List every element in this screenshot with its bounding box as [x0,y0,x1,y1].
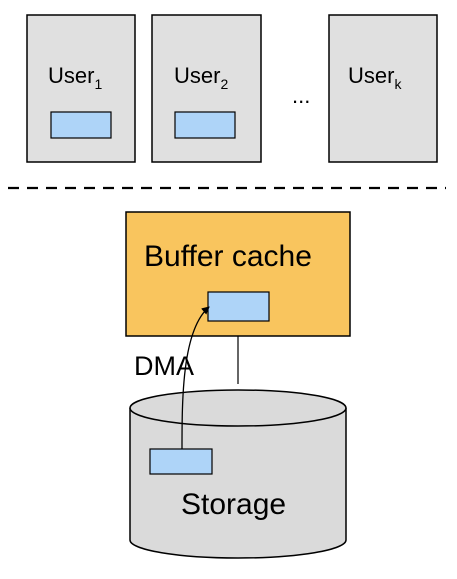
user-page-block-1 [50,111,112,139]
storage-label: Storage [181,488,286,521]
user-box-2 [151,14,262,163]
user-process-2: User2 [151,14,262,163]
user-subscript-1: 1 [94,76,102,92]
buffer-cache: Buffer cache [125,211,351,337]
user-label-k: User [348,63,394,88]
user-label-2: User [174,63,220,88]
dma-label: DMA [134,351,194,381]
user-page-block-2 [174,111,236,139]
storage-cylinder-top [129,389,347,427]
storage-cylinder: Storage [129,389,347,559]
buffer-cache-page-block [207,291,270,322]
user-subscript-k: k [394,76,402,92]
user-box-1 [26,14,136,163]
svg-text:Userk: Userk [348,63,402,92]
user-process-k: Userk [328,14,438,163]
dma-arrow [181,306,210,450]
user-subscript-2: 2 [220,76,228,92]
storage-cylinder-body [129,408,347,559]
ellipsis: ... [292,83,310,108]
user-process-1: User1 [26,14,136,163]
buffer-cache-label: Buffer cache [144,240,312,273]
user-label-1: User [48,63,94,88]
storage-page-block [149,448,213,475]
user-box-k [328,14,438,163]
svg-text:User2: User2 [174,63,228,92]
svg-text:User1: User1 [48,63,102,92]
